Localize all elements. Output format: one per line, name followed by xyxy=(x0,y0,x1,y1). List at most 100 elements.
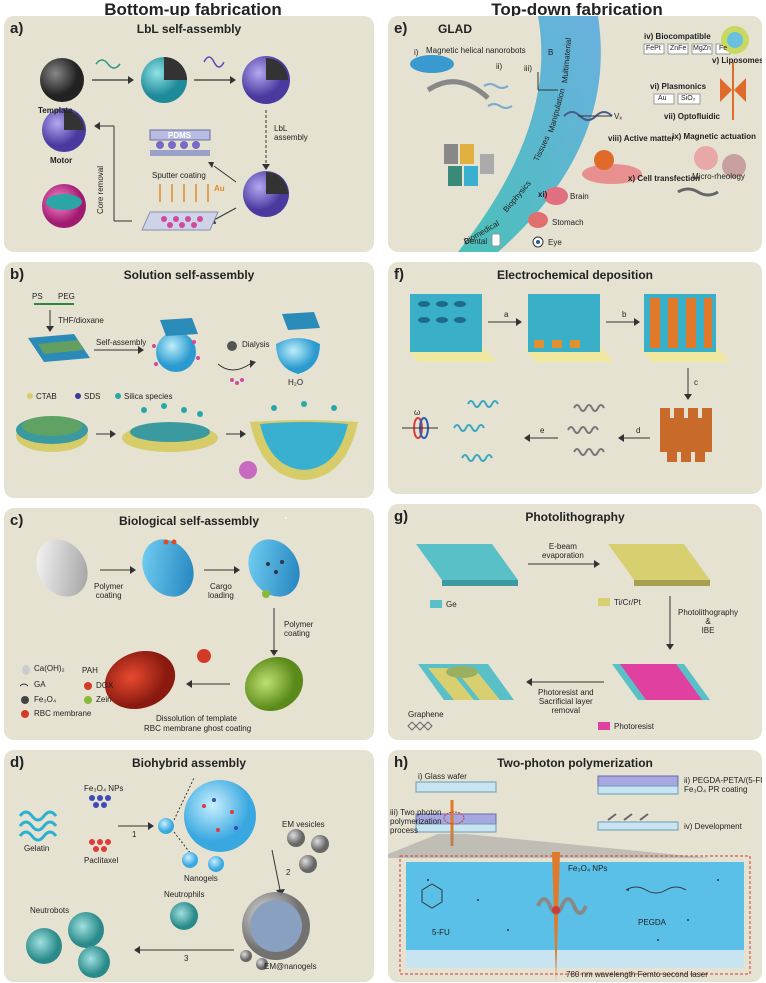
panel-letter: g) xyxy=(394,508,409,525)
label-micro-rheology: Micro-rheology xyxy=(692,172,745,181)
panel-title: Electrochemical deposition xyxy=(496,268,654,282)
label-laser: 780 nm wavelength Femto second laser xyxy=(566,970,708,979)
label-sds: SDS xyxy=(84,392,101,401)
label-au: Au xyxy=(658,95,667,102)
label-photolith: Photolithography & IBE xyxy=(678,608,739,635)
label-pegda-coating: ii) PEGDA-PETA/(5-FU) Fe₃O₄ PR coating xyxy=(684,776,762,794)
label-glass-wafer: i) Glass wafer xyxy=(418,772,467,781)
label-dox: DOX xyxy=(96,681,114,690)
label-e-iii: iii) xyxy=(524,64,532,73)
label-au: Au xyxy=(214,184,225,193)
column-title-right: Top-down fabrication xyxy=(491,0,663,19)
label-sputter: Sputter coating xyxy=(152,171,206,180)
label-ga: GA xyxy=(34,680,46,689)
label-active-matter: viii) Active matter xyxy=(608,134,675,143)
label-rbc: RBC membrane xyxy=(34,709,92,718)
label-gelatin: Gelatin xyxy=(24,844,50,853)
panel-title: Biological self-assembly xyxy=(118,514,260,528)
label-liposomes: v) Liposomes xyxy=(712,56,762,65)
label-silica: Silica species xyxy=(124,392,173,401)
panel-g: g) Photolithography E-beam evaporation G… xyxy=(388,504,762,740)
label-lbl-assembly: LbL assembly xyxy=(274,124,308,142)
label-step-c: c xyxy=(694,378,698,387)
label-dental: Dental xyxy=(464,237,488,246)
label-motor: Motor xyxy=(50,156,73,165)
label-magnetic-actuation: ix) Magnetic actuation xyxy=(672,132,757,141)
label-dissolution: Dissolution of template xyxy=(156,714,237,723)
panel-c: c) Biological self-assembly Poly xyxy=(4,508,374,740)
label-xi: xi) xyxy=(538,190,548,199)
label-pah: PAH xyxy=(82,666,98,675)
label-graphene: Graphene xyxy=(408,710,444,719)
panel-title: GLAD xyxy=(438,22,472,36)
label-stomach: Stomach xyxy=(552,218,584,227)
panel-d: d) Biohybrid assembly xyxy=(4,750,374,982)
panel-h-illustration xyxy=(388,775,751,982)
label-thf: THF/dioxane xyxy=(58,316,104,325)
panel-d-illustration xyxy=(18,777,329,978)
label-ticrpt: Ti/Cr/Pt xyxy=(614,598,641,607)
label-biocompatible: iv) Biocompatible xyxy=(644,32,711,41)
label-step-d: d xyxy=(636,426,641,435)
panel-a-illustration xyxy=(40,56,290,231)
label-h2o: H₂O xyxy=(288,378,304,387)
label-mgzn: MgZn xyxy=(693,45,711,52)
label-removal: Photoresist and Sacrificial layer remova… xyxy=(538,688,594,715)
label-fe3o4-nps: Fe₃O₄ NPs xyxy=(568,864,608,873)
label-5fu: 5-FU xyxy=(432,928,450,937)
panel-e-illustration xyxy=(410,16,749,252)
label-optofluidic: vii) Optofluidic xyxy=(664,112,720,121)
label-e-ii: ii) xyxy=(496,62,503,71)
panel-letter: c) xyxy=(10,512,24,529)
label-ebeam: E-beam evaporation xyxy=(542,542,584,560)
label-sio2: SiO₂ xyxy=(681,95,696,102)
label-omega: ω xyxy=(414,408,421,417)
panel-title: Solution self-assembly xyxy=(123,268,255,282)
label-self-assembly: Self-assembly xyxy=(96,338,147,347)
label-cargo-loading: Cargo loading xyxy=(208,582,234,600)
panel-letter: e) xyxy=(394,20,408,37)
label-core-removal: Core removal xyxy=(96,165,105,214)
panel-letter: d) xyxy=(10,754,25,771)
panel-f-illustration xyxy=(402,294,730,462)
label-em-vesicles: EM vesicles xyxy=(282,820,325,829)
panel-title: Photolithography xyxy=(525,510,625,524)
panel-g-illustration xyxy=(407,544,710,731)
label-mag-helical: Magnetic helical nanorobots xyxy=(426,46,526,55)
label-brain: Brain xyxy=(570,192,589,201)
label-step-b: b xyxy=(622,310,627,319)
label-photoresist: Photoresist xyxy=(614,722,655,731)
panel-letter: h) xyxy=(394,754,409,771)
label-ge: Ge xyxy=(446,600,457,609)
panel-letter: f) xyxy=(394,266,404,283)
label-step-e: e xyxy=(540,426,545,435)
label-nanogels: Nanogels xyxy=(184,874,218,883)
panel-h: h) Two-photon polymerization i) Glass wa… xyxy=(388,750,762,982)
label-em-nanogels: EM@nanogels xyxy=(264,962,317,971)
panel-c-illustration xyxy=(19,517,304,718)
panel-b: b) Solution self-assembly xyxy=(4,262,374,498)
label-fe3o4-nps: Fe₃O₄ NPs xyxy=(84,784,124,793)
label-peg: PEG xyxy=(58,292,75,301)
label-development: iv) Development xyxy=(684,822,742,831)
label-polymer-coating: Polymer coating xyxy=(94,582,124,600)
label-polymer-coating-2: Polymer coating xyxy=(284,620,314,638)
panel-b-illustration xyxy=(16,303,358,480)
panel-letter: b) xyxy=(10,266,25,283)
label-pdms: PDMS xyxy=(168,131,192,140)
label-step-2: 2 xyxy=(286,868,291,877)
label-template: Template xyxy=(38,106,73,115)
label-two-photon-process: iii) Two photon polymerization process xyxy=(390,808,442,835)
panel-title: LbL self-assembly xyxy=(136,22,242,36)
label-fe: Fe xyxy=(719,45,728,52)
label-eye: Eye xyxy=(548,238,562,247)
label-step-a: a xyxy=(504,310,509,319)
panel-title: Two-photon polymerization xyxy=(497,756,653,770)
label-znfe: ZnFe xyxy=(670,45,687,52)
label-fept: FePt xyxy=(646,45,661,52)
panel-e: e) GLAD xyxy=(388,16,762,252)
label-zein: Zein xyxy=(96,695,112,704)
label-paclitaxel: Paclitaxel xyxy=(84,856,119,865)
label-step-3: 3 xyxy=(184,954,189,963)
label-ghost: RBC membrane ghost coating xyxy=(144,724,252,733)
